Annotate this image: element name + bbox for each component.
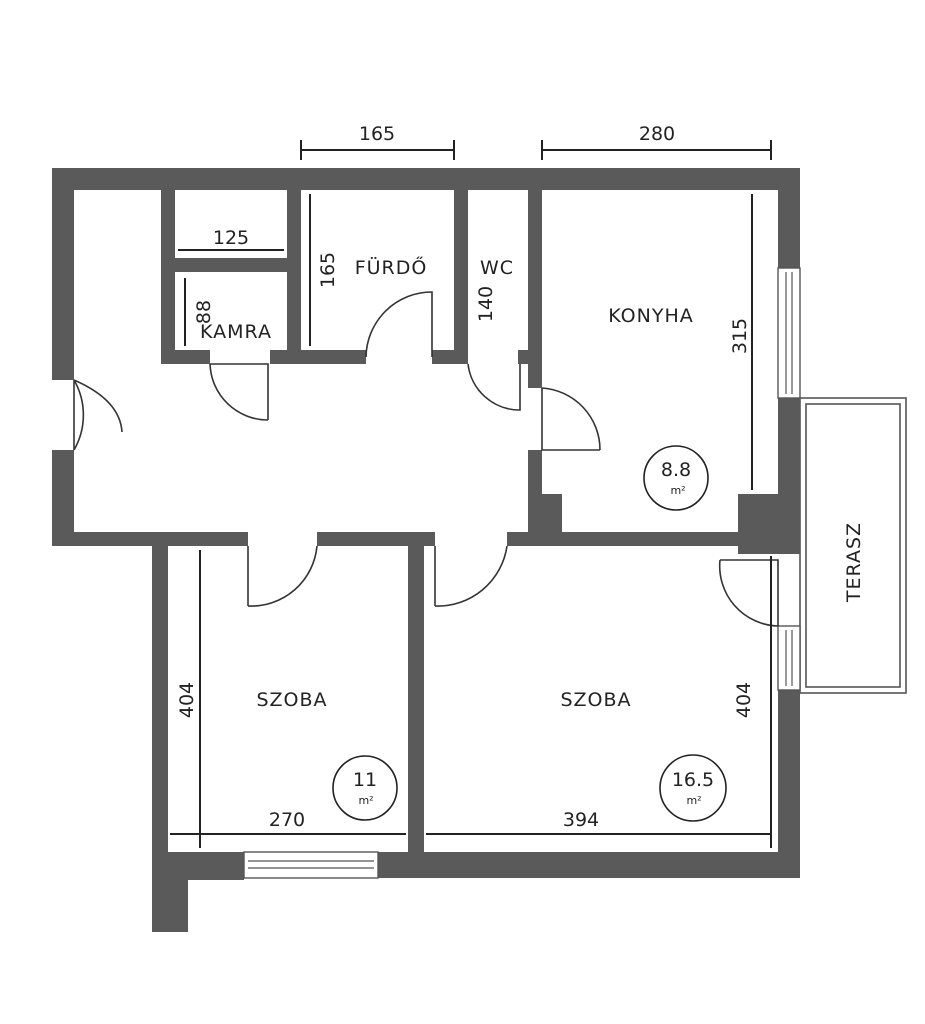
area-badge-konyha: 8.8 m²: [643, 445, 709, 511]
area-unit-szoba-left: m²: [358, 794, 373, 807]
dim-kamra-width: 125: [213, 227, 249, 249]
dim-szoba-right-width: 394: [563, 809, 599, 831]
area-unit-konyha: m²: [670, 484, 685, 497]
area-unit-szoba-right: m²: [686, 794, 701, 807]
windows: [243, 267, 801, 879]
room-label-kamra: KAMRA: [200, 321, 272, 343]
walls: [52, 168, 800, 932]
dim-wc-depth: 140: [475, 286, 497, 322]
dim-kamra-depth: 88: [193, 300, 215, 324]
area-szoba-right: 16.5: [672, 769, 714, 791]
room-label-szoba-right: SZOBA: [560, 689, 631, 711]
dim-szoba-right-depth: 404: [733, 682, 755, 718]
dim-furdo-depth: 165: [317, 252, 339, 288]
area-konyha: 8.8: [661, 459, 691, 481]
dim-szoba-left-width: 270: [269, 809, 305, 831]
dim-szoba-left-depth: 404: [176, 682, 198, 718]
room-label-terasz: TERASZ: [843, 522, 865, 603]
dim-konyha-width: 280: [639, 123, 675, 145]
area-badge-szoba-right: 16.5 m²: [659, 754, 727, 822]
dimension-lines: [170, 140, 772, 848]
room-label-konyha: KONYHA: [608, 305, 693, 327]
room-label-szoba-left: SZOBA: [256, 689, 327, 711]
doors: [73, 291, 779, 627]
room-label-furdo: FÜRDŐ: [355, 255, 428, 279]
dim-konyha-depth: 315: [729, 318, 751, 354]
dim-furdo-width: 165: [359, 123, 395, 145]
room-label-wc: WC: [480, 257, 514, 279]
area-badge-szoba-left: 11 m²: [332, 755, 398, 821]
area-szoba-left: 11: [353, 769, 377, 791]
